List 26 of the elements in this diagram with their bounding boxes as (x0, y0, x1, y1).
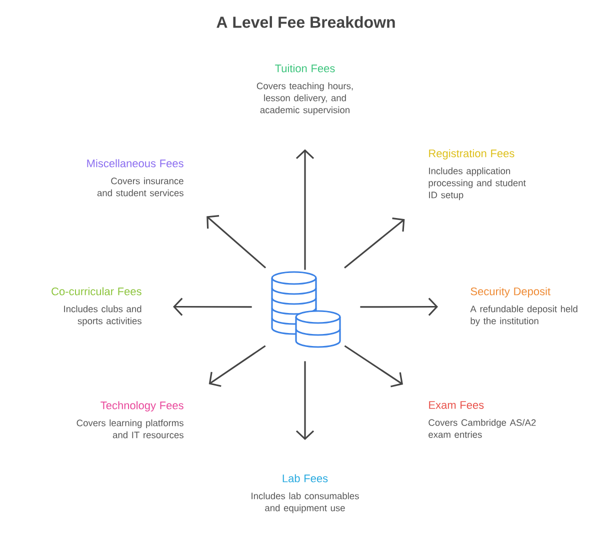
fee-heading: Lab Fees (282, 474, 328, 482)
fee-description: Includes lab consumables and equipment use (252, 492, 359, 514)
fee-heading: Miscellaneous Fees (87, 159, 184, 168)
fee-heading: Security Deposit (470, 287, 550, 298)
fee-heading: Co-curricular Fees (52, 287, 142, 296)
title: A Level Fee Breakdown (216, 16, 395, 28)
arrow (344, 218, 405, 269)
coins-drawing (271, 271, 341, 348)
fee-description: Covers teaching hours, lesson delivery, and academic supervision (256, 82, 353, 116)
fee-description: Includes application processing and student ID setup (428, 167, 526, 200)
fee-description: Covers insurance and student services (97, 177, 184, 196)
fee-heading: Tuition Fees (275, 64, 335, 72)
arrow (208, 345, 266, 387)
fee-description: Covers Cambridge AS/A2 exam entries (428, 419, 536, 438)
fee-heading: Technology Fees (100, 401, 184, 412)
arrow (360, 298, 438, 316)
arrow (296, 149, 314, 270)
fee-heading: Registration Fees (429, 149, 514, 160)
fee-description: A refundable deposit held by the institution (470, 305, 578, 326)
arrow (296, 361, 314, 440)
fee-description: Includes clubs and sports activities (64, 305, 142, 326)
fee-description: Covers learning platforms and IT resources (76, 419, 184, 438)
arrow (344, 345, 403, 388)
arrow (173, 298, 252, 316)
fee-heading: Exam Fees (429, 401, 484, 409)
arrow (206, 215, 266, 268)
